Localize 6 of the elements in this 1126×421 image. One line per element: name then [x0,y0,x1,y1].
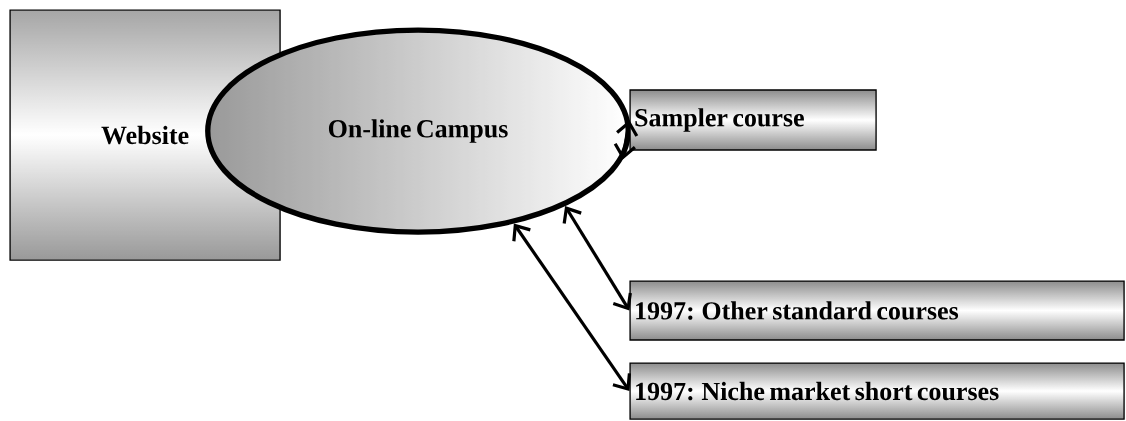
arrow [562,205,632,311]
arrow [512,223,631,392]
arrow [613,119,639,160]
course-bar: Sampler course [629,89,877,151]
course-bar: 1997: Other standard courses [629,280,1125,341]
course-bar: 1997: Niche market short courses [629,362,1125,420]
